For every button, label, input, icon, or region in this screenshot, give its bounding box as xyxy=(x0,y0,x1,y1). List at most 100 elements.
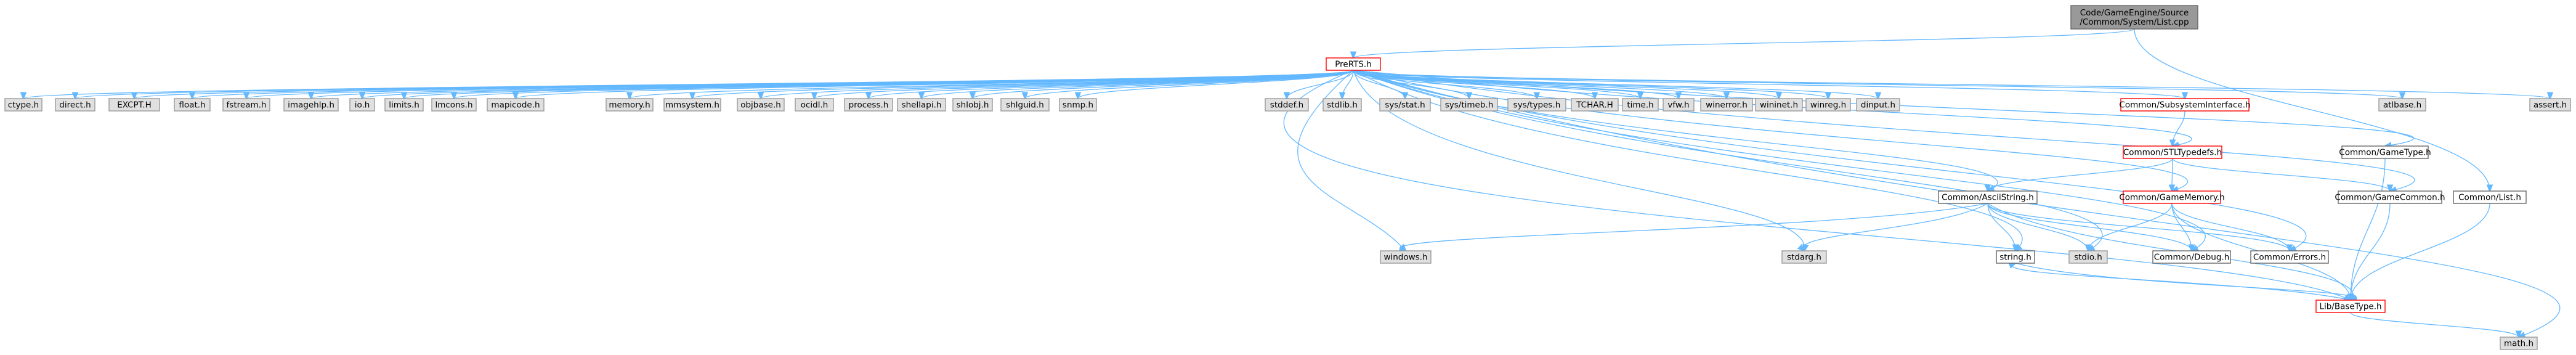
node-box xyxy=(2529,98,2571,112)
node-float: float.h xyxy=(174,98,211,112)
node-box xyxy=(897,98,946,112)
node-box xyxy=(1571,98,1619,112)
node-label: Common/GameMemory.h xyxy=(2119,193,2224,203)
node-winreg: winreg.h xyxy=(1805,98,1851,112)
edge-basetype-to-math xyxy=(2350,312,2519,337)
node-box xyxy=(2378,98,2426,112)
node-subsys[interactable]: Common/SubsystemInterface.h xyxy=(2119,98,2251,112)
node-box xyxy=(663,98,721,112)
node-debug[interactable]: Common/Debug.h xyxy=(2152,250,2231,264)
node-box xyxy=(1996,250,2035,264)
node-box xyxy=(2152,250,2231,264)
node-box xyxy=(1322,98,1362,112)
node-stdlib: stdlib.h xyxy=(1322,98,1362,112)
node-assert: assert.h xyxy=(2529,98,2571,112)
node-box xyxy=(384,98,424,112)
node-label: direct.h xyxy=(59,100,91,110)
edge-gamememory-to-debug xyxy=(2171,203,2192,251)
node-box xyxy=(952,98,993,112)
node-label: sys/timeb.h xyxy=(1445,100,1494,110)
node-vfw: vfw.h xyxy=(1663,98,1695,112)
node-label: shlobj.h xyxy=(957,100,989,110)
edge-prerts-to-stdlib xyxy=(1342,70,1354,99)
edge-prerts-to-math xyxy=(1353,70,2561,337)
node-box xyxy=(108,98,160,112)
node-prerts[interactable]: PreRTS.h xyxy=(1326,57,1381,71)
node-box xyxy=(606,98,654,112)
edge-prerts-to-shlguid xyxy=(1025,70,1354,99)
edge-prerts-to-gametype xyxy=(1353,70,2415,146)
node-box xyxy=(2500,337,2538,350)
node-box xyxy=(2338,190,2442,204)
node-lmcons: lmcons.h xyxy=(431,98,477,112)
node-box xyxy=(487,98,545,112)
node-label: Common/AsciiString.h xyxy=(1942,193,2034,203)
node-label: EXCPT.H xyxy=(117,100,151,110)
edge-prerts-to-mapicode xyxy=(516,70,1354,99)
edge-prerts-to-errors xyxy=(1353,70,2307,251)
nodes: Code/GameEngine/Source/Common/System/Lis… xyxy=(4,5,2571,350)
node-gamememory[interactable]: Common/GameMemory.h xyxy=(2119,190,2225,204)
edge-gamememory-to-errors xyxy=(2171,203,2290,251)
node-box xyxy=(1380,250,1432,264)
node-root[interactable]: Code/GameEngine/Source/Common/System/Lis… xyxy=(2070,5,2198,30)
edge-prerts-to-stltypedefs xyxy=(1353,70,2192,146)
node-systimeb: sys/timeb.h xyxy=(1440,98,1498,112)
node-asciistring[interactable]: Common/AsciiString.h xyxy=(1938,190,2038,204)
node-time: time.h xyxy=(1622,98,1659,112)
node-box xyxy=(222,98,270,112)
edges xyxy=(23,28,2561,337)
node-string[interactable]: string.h xyxy=(1996,250,2035,264)
node-label: objbase.h xyxy=(740,100,781,110)
node-box xyxy=(349,98,375,112)
node-label: string.h xyxy=(1999,253,2031,263)
node-label: atlbase.h xyxy=(2383,100,2421,110)
node-label: Common/List.h xyxy=(2458,193,2521,203)
edge-asciistring-to-windows xyxy=(1400,203,1988,251)
node-box xyxy=(2123,190,2221,204)
node-box xyxy=(1856,98,1900,112)
edge-root-to-commonlist xyxy=(2134,28,2490,191)
node-label: time.h xyxy=(1627,100,1653,110)
node-imagehlp: imagehlp.h xyxy=(283,98,339,112)
edge-asciistring-to-stdarg xyxy=(1803,203,1988,251)
node-stltypedefs[interactable]: Common/STLTypedefs.h xyxy=(2123,145,2222,159)
node-label: mmsystem.h xyxy=(665,100,719,110)
node-label: lmcons.h xyxy=(435,100,472,110)
node-snmp: snmp.h xyxy=(1059,98,1097,112)
node-box xyxy=(1781,250,1827,264)
edge-stltypedefs-to-gamememory xyxy=(2172,158,2173,191)
node-box xyxy=(4,98,43,112)
node-label: Common/STLTypedefs.h xyxy=(2123,148,2222,158)
edge-stltypedefs-to-asciistring xyxy=(1988,158,2173,191)
node-tchar: TCHAR.H xyxy=(1571,98,1619,112)
edge-subsys-to-stltypedefs xyxy=(2173,110,2185,146)
node-box xyxy=(283,98,339,112)
node-label: stdlib.h xyxy=(1327,100,1358,110)
node-memory: memory.h xyxy=(606,98,654,112)
node-basetype[interactable]: Lib/BaseType.h xyxy=(2315,300,2386,313)
node-gametype[interactable]: Common/GameType.h xyxy=(2339,145,2431,159)
node-box xyxy=(174,98,211,112)
node-process: process.h xyxy=(844,98,893,112)
node-box xyxy=(1622,98,1659,112)
node-errors[interactable]: Common/Errors.h xyxy=(2250,250,2329,264)
node-math: math.h xyxy=(2500,337,2538,350)
node-box xyxy=(795,98,834,112)
node-stddef: stddef.h xyxy=(1265,98,1309,112)
node-windows: windows.h xyxy=(1380,250,1432,264)
node-gamecommon[interactable]: Common/GameCommon.h xyxy=(2335,190,2445,204)
node-box xyxy=(2315,300,2386,313)
node-shlguid: shlguid.h xyxy=(1000,98,1050,112)
node-label: limits.h xyxy=(389,100,419,110)
node-commonlist[interactable]: Common/List.h xyxy=(2453,190,2527,204)
node-label: ctype.h xyxy=(8,100,39,110)
node-label: imagehlp.h xyxy=(288,100,334,110)
node-box xyxy=(844,98,893,112)
edge-asciistring-to-string xyxy=(1987,203,2015,251)
node-label: float.h xyxy=(179,100,205,110)
node-label: snmp.h xyxy=(1063,100,1093,110)
node-box xyxy=(1265,98,1309,112)
edge-root-to-prerts xyxy=(1353,28,2135,58)
